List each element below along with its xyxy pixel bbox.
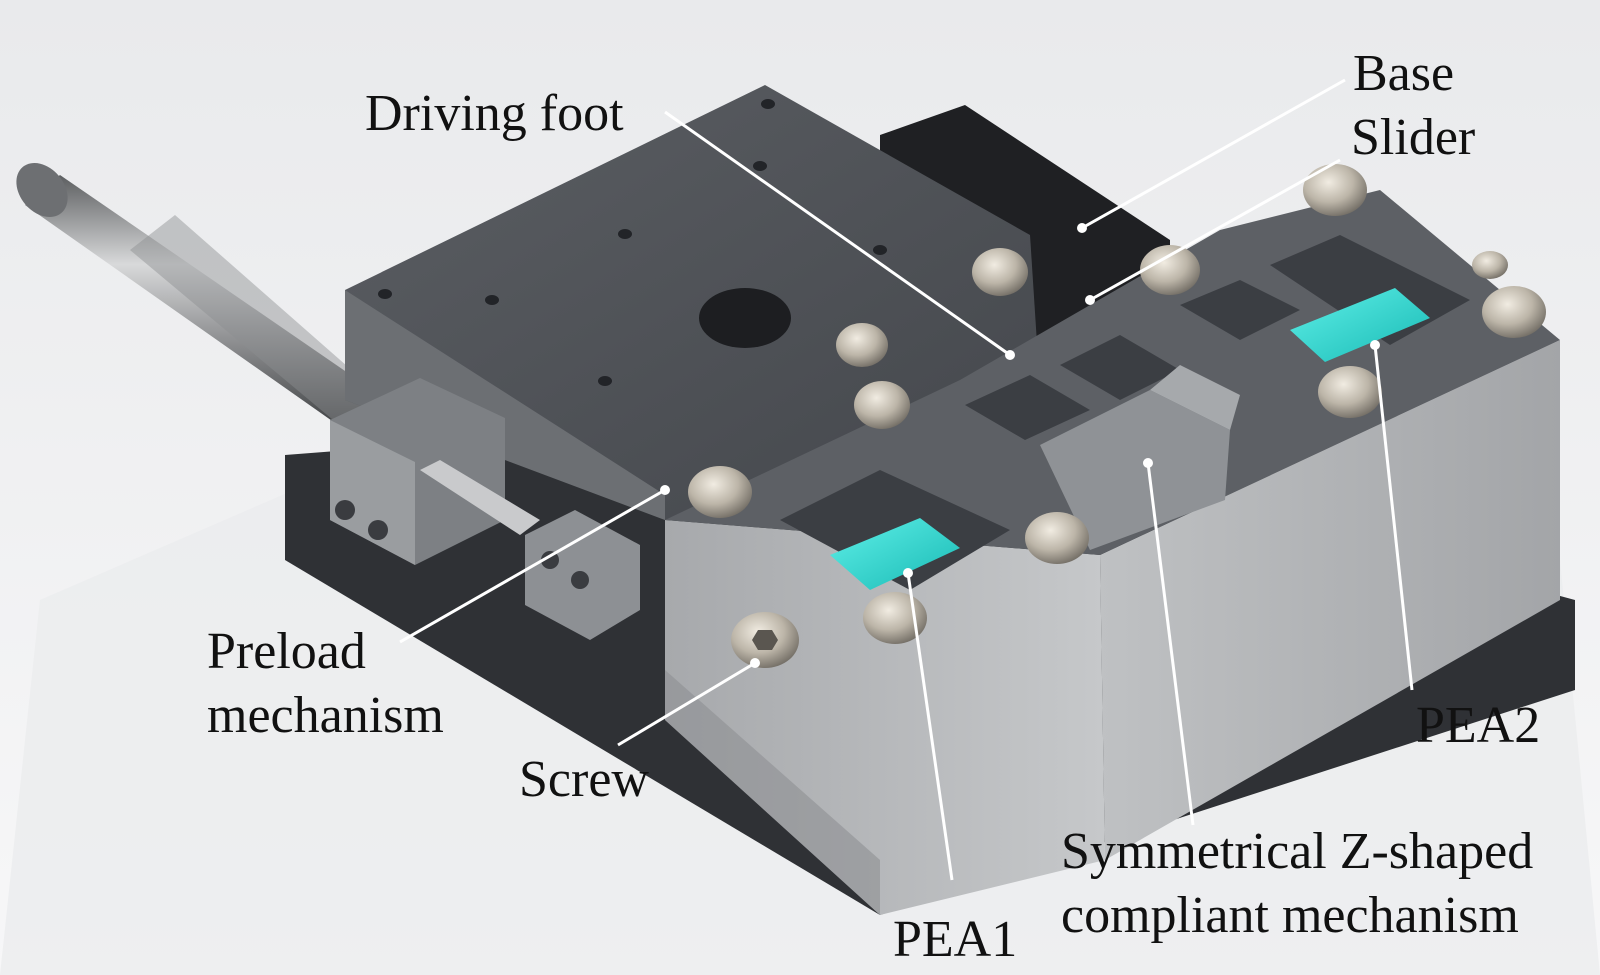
mounting-holes [378,99,887,386]
label-preload-mechanism: Preload mechanism [207,620,444,748]
preload-block [330,378,640,640]
label-preload-line1: Preload [207,623,366,680]
label-pea1: PEA1 [893,911,1018,968]
screw-hex [752,630,778,650]
leader-lines [399,78,1414,881]
label-compliant-line2: compliant mechanism [1061,887,1519,944]
center-hole [699,288,791,348]
pea1-actuator [830,518,960,590]
label-base: Base [1353,45,1455,102]
label-screw: Screw [519,751,649,808]
compliant-front-shade [665,670,880,915]
z-flexure [1040,390,1230,550]
z-flexure-step [1150,365,1240,430]
compliant-side-face [1100,340,1560,860]
label-preload-line2: mechanism [207,687,444,744]
label-compliant-line1: Symmetrical Z-shaped [1061,823,1534,880]
micrometer-knob [16,163,380,430]
label-driving-foot: Driving foot [365,85,624,142]
slider-plate-edge [345,290,665,520]
pea2-actuator [1290,288,1430,362]
label-compliant-mechanism: Symmetrical Z-shaped compliant mechanism [1061,820,1533,948]
label-slider: Slider [1351,109,1476,166]
label-pea2: PEA2 [1416,697,1541,754]
bolts [688,164,1546,644]
